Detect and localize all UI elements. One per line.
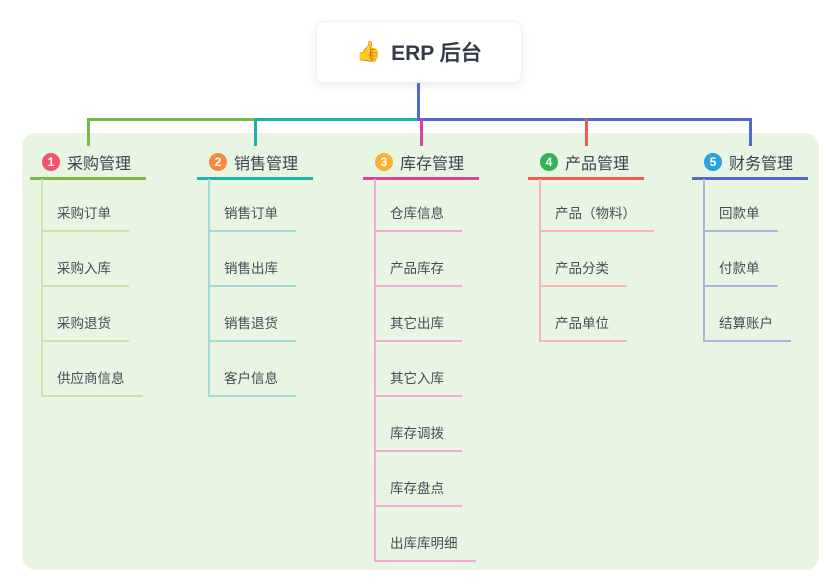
- child-node[interactable]: 销售退货: [208, 314, 296, 342]
- child-node[interactable]: 结算账户: [703, 314, 791, 342]
- child-node[interactable]: 其它出库: [374, 314, 462, 342]
- child-node[interactable]: 付款单: [703, 259, 778, 287]
- child-node[interactable]: 采购入库: [41, 259, 129, 287]
- branch-title-label: 销售管理: [234, 156, 299, 173]
- child-node[interactable]: 仓库信息: [374, 204, 462, 232]
- child-node[interactable]: 销售订单: [208, 204, 296, 232]
- branch-badge: 3: [375, 153, 393, 171]
- child-node[interactable]: 产品单位: [539, 314, 627, 342]
- child-node[interactable]: 库存调拨: [374, 424, 462, 452]
- child-node[interactable]: 客户信息: [208, 369, 296, 397]
- root-node[interactable]: 👍 ERP 后台: [316, 21, 522, 83]
- branch-badge: 4: [540, 153, 558, 171]
- bus-segment-left: [87, 118, 265, 121]
- child-node[interactable]: 销售出库: [208, 259, 296, 287]
- branch-drop-line: [585, 119, 588, 146]
- branch-trunk-line: [374, 179, 376, 562]
- child-node[interactable]: 供应商信息: [41, 369, 143, 397]
- branch-trunk-line: [539, 179, 541, 342]
- child-node[interactable]: 出库库明细: [374, 534, 476, 562]
- branch-title-label: 财务管理: [729, 156, 794, 173]
- child-node[interactable]: 回款单: [703, 204, 778, 232]
- branch-node[interactable]: 2 销售管理: [197, 147, 313, 180]
- branch-badge: 2: [209, 153, 227, 171]
- child-node[interactable]: 库存盘点: [374, 479, 462, 507]
- bus-segment-right: [417, 118, 752, 121]
- branch-trunk-line: [703, 179, 705, 342]
- thumbs-up-icon: 👍: [356, 41, 382, 63]
- branch-node[interactable]: 4 产品管理: [528, 147, 644, 180]
- branch-trunk-line: [208, 179, 210, 397]
- branch-title-label: 产品管理: [565, 156, 630, 173]
- child-node[interactable]: 产品（物料）: [539, 204, 654, 232]
- canvas-panel: [22, 133, 819, 570]
- child-node[interactable]: 产品分类: [539, 259, 627, 287]
- branch-title-label: 采购管理: [67, 156, 132, 173]
- branch-drop-line: [254, 119, 257, 146]
- bus-segment-mid: [254, 118, 418, 121]
- child-node[interactable]: 产品库存: [374, 259, 462, 287]
- branch-node[interactable]: 1 采购管理: [30, 147, 146, 180]
- branch-badge: 5: [704, 153, 722, 171]
- child-node[interactable]: 其它入库: [374, 369, 462, 397]
- branch-node[interactable]: 5 财务管理: [692, 147, 808, 180]
- branch-title-label: 库存管理: [400, 156, 465, 173]
- child-node[interactable]: 采购订单: [41, 204, 129, 232]
- branch-drop-line: [749, 119, 752, 146]
- branch-drop-line: [87, 119, 90, 146]
- root-node-label: ERP 后台: [391, 42, 482, 65]
- branch-badge: 1: [42, 153, 60, 171]
- branch-trunk-line: [41, 179, 43, 397]
- branch-node[interactable]: 3 库存管理: [363, 147, 479, 180]
- root-drop-line: [417, 83, 420, 121]
- branch-drop-line: [420, 119, 423, 146]
- child-node[interactable]: 采购退货: [41, 314, 129, 342]
